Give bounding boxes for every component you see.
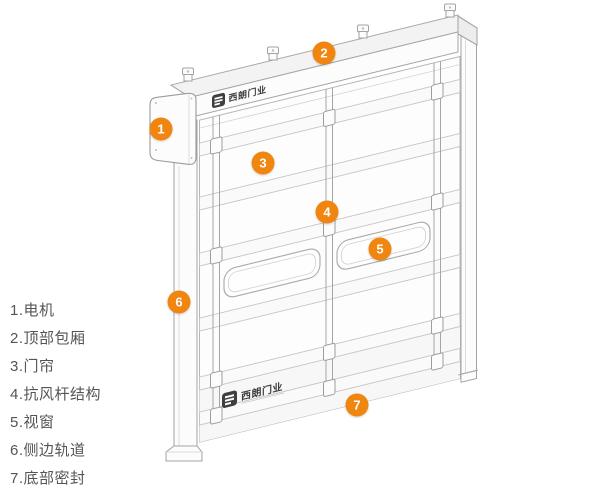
wind-strap-left	[210, 115, 223, 425]
mounting-bracket	[357, 24, 369, 39]
top-box-end-face	[457, 15, 478, 46]
legend-item-1: 1.电机	[10, 302, 55, 319]
wind-strap-right	[431, 61, 444, 371]
front-parts	[149, 3, 456, 462]
legend-item-7: 7.底部密封	[10, 470, 86, 487]
legend: 1.电机 2.顶部包厢 3.门帘 4.抗风杆结构 5.视窗 6.侧边轨道 7.底部密封	[10, 297, 101, 493]
mounting-bracket	[444, 3, 456, 18]
callout-badge-7: 7	[345, 393, 369, 417]
callout-badge-5: 5	[368, 237, 392, 261]
callout-badge-3: 3	[251, 151, 275, 175]
mounting-brackets	[182, 3, 456, 82]
wind-strap-center	[323, 87, 336, 397]
callout-badge-6: 6	[167, 290, 191, 314]
motor-housing	[149, 92, 197, 165]
right-rail	[458, 31, 478, 383]
legend-item-6: 6.侧边轨道	[10, 442, 86, 459]
legend-item-5: 5.视窗	[10, 414, 55, 431]
mounting-bracket	[267, 46, 279, 61]
callout-badge-2: 2	[312, 41, 336, 65]
window-left	[223, 248, 321, 298]
callout-badge-4: 4	[315, 200, 339, 224]
legend-item-2: 2.顶部包厢	[10, 330, 86, 347]
legend-item-4: 4.抗风杆结构	[10, 386, 102, 403]
side-track	[165, 119, 203, 462]
mounting-bracket	[182, 67, 194, 82]
callout-badge-1: 1	[149, 117, 173, 141]
legend-item-3: 3.门帘	[10, 358, 55, 375]
